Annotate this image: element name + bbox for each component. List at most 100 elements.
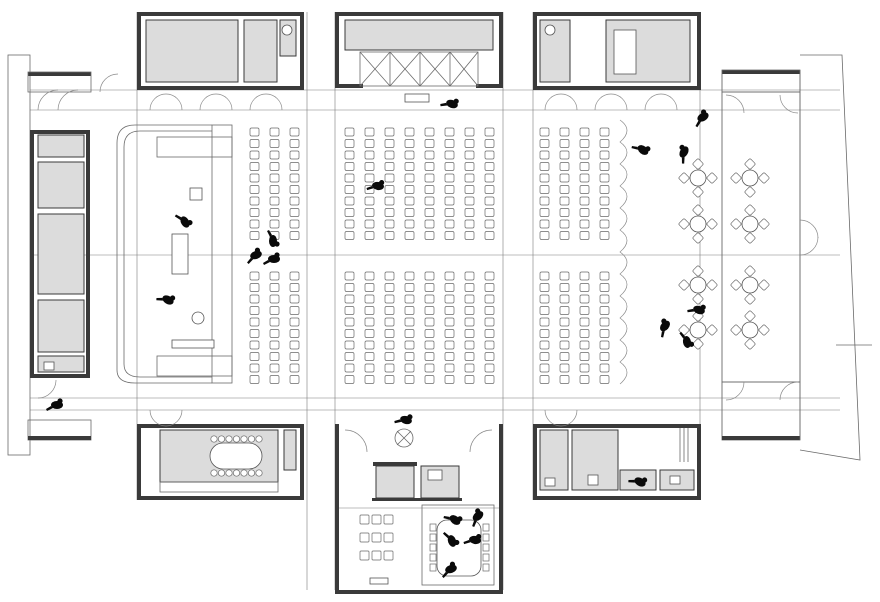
stage [116,124,233,384]
person-head [476,533,482,540]
chair [692,293,704,305]
seat [559,283,570,292]
seat [249,352,260,361]
seat [599,375,610,384]
seat [599,173,610,183]
person-head [274,252,280,258]
seat [364,219,375,229]
person-limb [174,214,182,221]
seat [464,317,475,327]
seat [424,127,435,137]
seat [579,150,590,160]
seat [344,185,355,194]
seat [599,340,610,350]
seat [404,283,415,292]
person-body [250,250,262,260]
seat [344,283,355,292]
chair [730,279,742,291]
person-head [454,539,460,546]
seat [344,317,355,327]
seat [559,196,570,206]
seat [289,127,300,137]
seat [599,329,610,338]
chair [225,469,233,477]
seat [579,329,590,338]
seat [364,306,375,315]
chair [210,435,218,443]
person-limb [366,185,374,191]
chair [217,469,226,477]
seat [484,208,495,217]
person-head [254,247,261,253]
person-head [700,109,707,115]
chair [482,533,490,542]
person-figure [174,214,193,228]
seat [364,294,375,304]
cafe-table [678,310,718,350]
table-top [689,321,707,339]
seat [484,231,495,240]
chair [225,435,233,443]
seat [579,162,590,171]
seat [269,306,280,315]
chair [744,186,756,198]
chair [240,469,248,477]
person-head [457,516,463,522]
seat [384,219,395,229]
seat [404,185,415,194]
seat [404,139,415,148]
west-service-block [30,130,90,378]
seat [484,306,495,315]
seat [384,363,395,373]
person-figure [463,533,482,545]
seat [384,329,395,338]
seat [424,329,435,338]
seat [539,162,550,171]
seat [464,219,475,229]
seat [444,317,455,327]
seat [289,283,300,292]
seat [599,162,610,171]
chair [706,172,718,184]
person-figure [631,145,651,155]
chair [706,279,718,291]
seat [424,340,435,350]
chair [744,158,756,170]
chair [692,186,704,198]
seat [424,352,435,361]
seat [384,340,395,350]
table-top [689,276,707,294]
seat [404,306,415,315]
seat [539,283,550,292]
seat [464,139,475,148]
chair [429,553,437,562]
cafe-table [730,158,770,198]
seat [599,196,610,206]
seat [249,329,260,338]
seat [384,127,395,137]
seat [404,375,415,384]
seat [539,219,550,229]
seat [364,283,375,292]
people-figures [46,98,709,579]
seat [579,317,590,327]
seat [404,329,415,338]
seat [344,271,355,281]
seat [364,173,375,183]
seat [539,306,550,315]
seat [599,127,610,137]
seat [384,294,395,304]
seat [444,306,455,315]
seat [364,127,375,137]
seat [444,139,455,148]
seat [344,150,355,160]
seat [539,185,550,194]
seat [559,150,570,160]
seat [579,306,590,315]
person-figure [695,109,709,128]
seat [289,196,300,206]
person-figure [443,515,463,525]
seat [404,231,415,240]
seat [539,352,550,361]
chair [692,232,704,244]
